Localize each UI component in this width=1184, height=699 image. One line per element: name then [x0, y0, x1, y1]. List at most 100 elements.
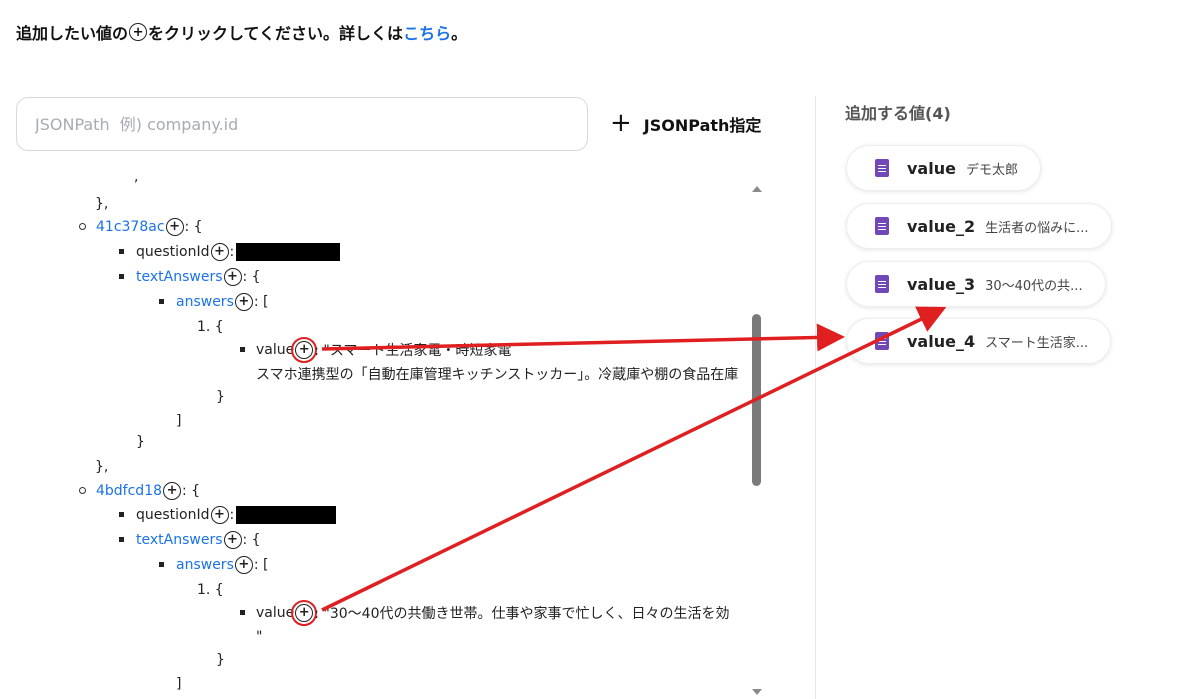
- add-value-1-icon[interactable]: +: [291, 336, 318, 363]
- google-forms-icon: [875, 275, 889, 293]
- jsonpath-specify-button[interactable]: + JSONPath指定: [610, 107, 761, 141]
- tree-line-close: },: [95, 191, 108, 216]
- tree-value-continuation: スマホ連携型の「自動在庫管理キッチンストッカー」。冷蔵庫や棚の食品在庫: [256, 361, 738, 386]
- chip-name: value_2: [907, 216, 976, 236]
- chip-value: 30〜40代の共...: [985, 278, 1083, 294]
- google-forms-icon: [875, 332, 889, 350]
- redacted-value: [236, 505, 337, 524]
- jsonpath-specify-label: JSONPath指定: [643, 116, 762, 135]
- brace-text: }: [136, 433, 145, 450]
- add-key-41c378ac-icon[interactable]: +: [165, 217, 184, 236]
- add-key-4bdfcd18-icon[interactable]: +: [163, 481, 182, 500]
- key-textAnswers[interactable]: textAnswers: [136, 268, 223, 285]
- bracket-text: ]: [176, 675, 182, 692]
- chip-value: デモ太郎: [965, 162, 1018, 178]
- tree-node-textAnswers-2: textAnswers + : {: [136, 527, 261, 552]
- brace-text: }: [216, 388, 225, 405]
- brace-text: : {: [182, 482, 201, 499]
- tree-close: }: [216, 384, 225, 409]
- bullet-square: [119, 249, 124, 254]
- key-4bdfcd18[interactable]: 4bdfcd18: [96, 482, 163, 499]
- bullet-circle: [79, 487, 86, 494]
- added-value-chip-1[interactable]: value デモ太郎: [846, 145, 1041, 191]
- redacted-value: [236, 242, 341, 261]
- tree-close: }: [216, 647, 225, 672]
- added-value-chip-4[interactable]: value_4 スマート生活家...: [846, 318, 1112, 364]
- value-text: ": [256, 628, 263, 645]
- add-textAnswers-icon[interactable]: +: [223, 267, 242, 286]
- tree-close: },: [95, 454, 108, 479]
- tree-node-value-1: value + : "スマート生活家電・時短家電: [256, 336, 512, 363]
- tree-index: 1. {: [197, 314, 224, 339]
- bracket-text: ]: [176, 412, 182, 429]
- tree-index: 1. {: [197, 577, 224, 602]
- add-value-2-icon[interactable]: +: [291, 599, 318, 626]
- value-text: スマホ連携型の「自動在庫管理キッチンストッカー」。冷蔵庫や棚の食品在庫: [256, 366, 739, 383]
- colon-text: :: [229, 243, 235, 260]
- instruction-prefix: 追加したい値の: [16, 24, 129, 43]
- bullet-square: [119, 537, 124, 542]
- tree-node-answers-2: answers + : [: [176, 552, 269, 577]
- instruction-period: 。: [451, 24, 468, 43]
- brace-text: : {: [242, 531, 261, 548]
- tree-node-textAnswers: textAnswers + : {: [136, 264, 261, 289]
- bullet-square: [159, 299, 164, 304]
- brace-text: : {: [242, 268, 261, 285]
- value-text: : "30〜40代の共働き世帯。仕事や家事で忙しく、日々の生活を効: [314, 605, 730, 622]
- add-textAnswers-2-icon[interactable]: +: [223, 530, 242, 549]
- tree-close: ]: [176, 671, 181, 696]
- panel-divider: [815, 96, 816, 699]
- key-41c378ac[interactable]: 41c378ac: [96, 218, 165, 235]
- bracket-text: : [: [253, 293, 269, 310]
- colon-text: :: [229, 506, 235, 523]
- key-answers[interactable]: answers: [176, 556, 234, 573]
- plus-icon: +: [610, 107, 632, 138]
- key-value: value: [256, 341, 295, 358]
- bracket-text: : [: [253, 556, 269, 573]
- chip-value: スマート生活家...: [985, 335, 1089, 351]
- add-answers-2-icon[interactable]: +: [234, 555, 253, 574]
- key-questionId: questionId: [136, 506, 210, 523]
- bullet-circle: [79, 223, 86, 230]
- key-value: value: [256, 604, 295, 621]
- chip-name: value_4: [907, 331, 976, 351]
- json-tree: , }, 41c378ac + : { questionId + : textA…: [0, 166, 752, 699]
- scrollbar-thumb[interactable]: [752, 314, 761, 486]
- comma-text: ,: [134, 170, 139, 184]
- tree-node-questionId: questionId + :: [136, 239, 341, 264]
- tree-node-questionId-2: questionId + :: [136, 502, 337, 527]
- google-forms-icon: [875, 217, 889, 235]
- add-questionId-2-icon[interactable]: +: [210, 505, 229, 524]
- scroll-down-arrow-icon[interactable]: [752, 689, 762, 695]
- brace-text: : {: [184, 218, 203, 235]
- help-link[interactable]: こちら: [403, 24, 452, 43]
- added-value-chip-3[interactable]: value_3 30〜40代の共...: [846, 261, 1106, 307]
- key-textAnswers[interactable]: textAnswers: [136, 531, 223, 548]
- bullet-square: [119, 274, 124, 279]
- chip-value: 生活者の悩みに...: [985, 220, 1089, 236]
- bullet-square: [119, 512, 124, 517]
- scroll-up-arrow-icon[interactable]: [752, 186, 762, 192]
- tree-node-4bdfcd18: 4bdfcd18 + : {: [96, 478, 200, 503]
- index-text: 1. {: [197, 581, 224, 598]
- google-forms-icon: [875, 159, 889, 177]
- tree-node-41c378ac: 41c378ac + : {: [96, 214, 203, 239]
- tree-close: }: [136, 429, 145, 454]
- key-answers[interactable]: answers: [176, 293, 234, 310]
- bullet-square: [159, 562, 164, 567]
- tree-value-continuation: ": [256, 624, 262, 649]
- chip-name: value_3: [907, 274, 976, 294]
- brace-text: },: [95, 458, 109, 475]
- value-text: : "スマート生活家電・時短家電: [314, 342, 512, 359]
- jsonpath-input[interactable]: [16, 97, 588, 151]
- tree-node-value-2: value + : "30〜40代の共働き世帯。仕事や家事で忙しく、日々の生活を…: [256, 599, 730, 626]
- add-answers-icon[interactable]: +: [234, 292, 253, 311]
- brace-text: },: [95, 195, 109, 212]
- chip-name: value: [907, 158, 956, 178]
- tree-close: ]: [176, 408, 181, 433]
- brace-text: }: [216, 651, 225, 668]
- bullet-square: [240, 347, 245, 352]
- added-value-chip-2[interactable]: value_2 生活者の悩みに...: [846, 203, 1112, 249]
- tree-line-comma: ,: [134, 170, 138, 184]
- add-questionId-icon[interactable]: +: [210, 242, 229, 261]
